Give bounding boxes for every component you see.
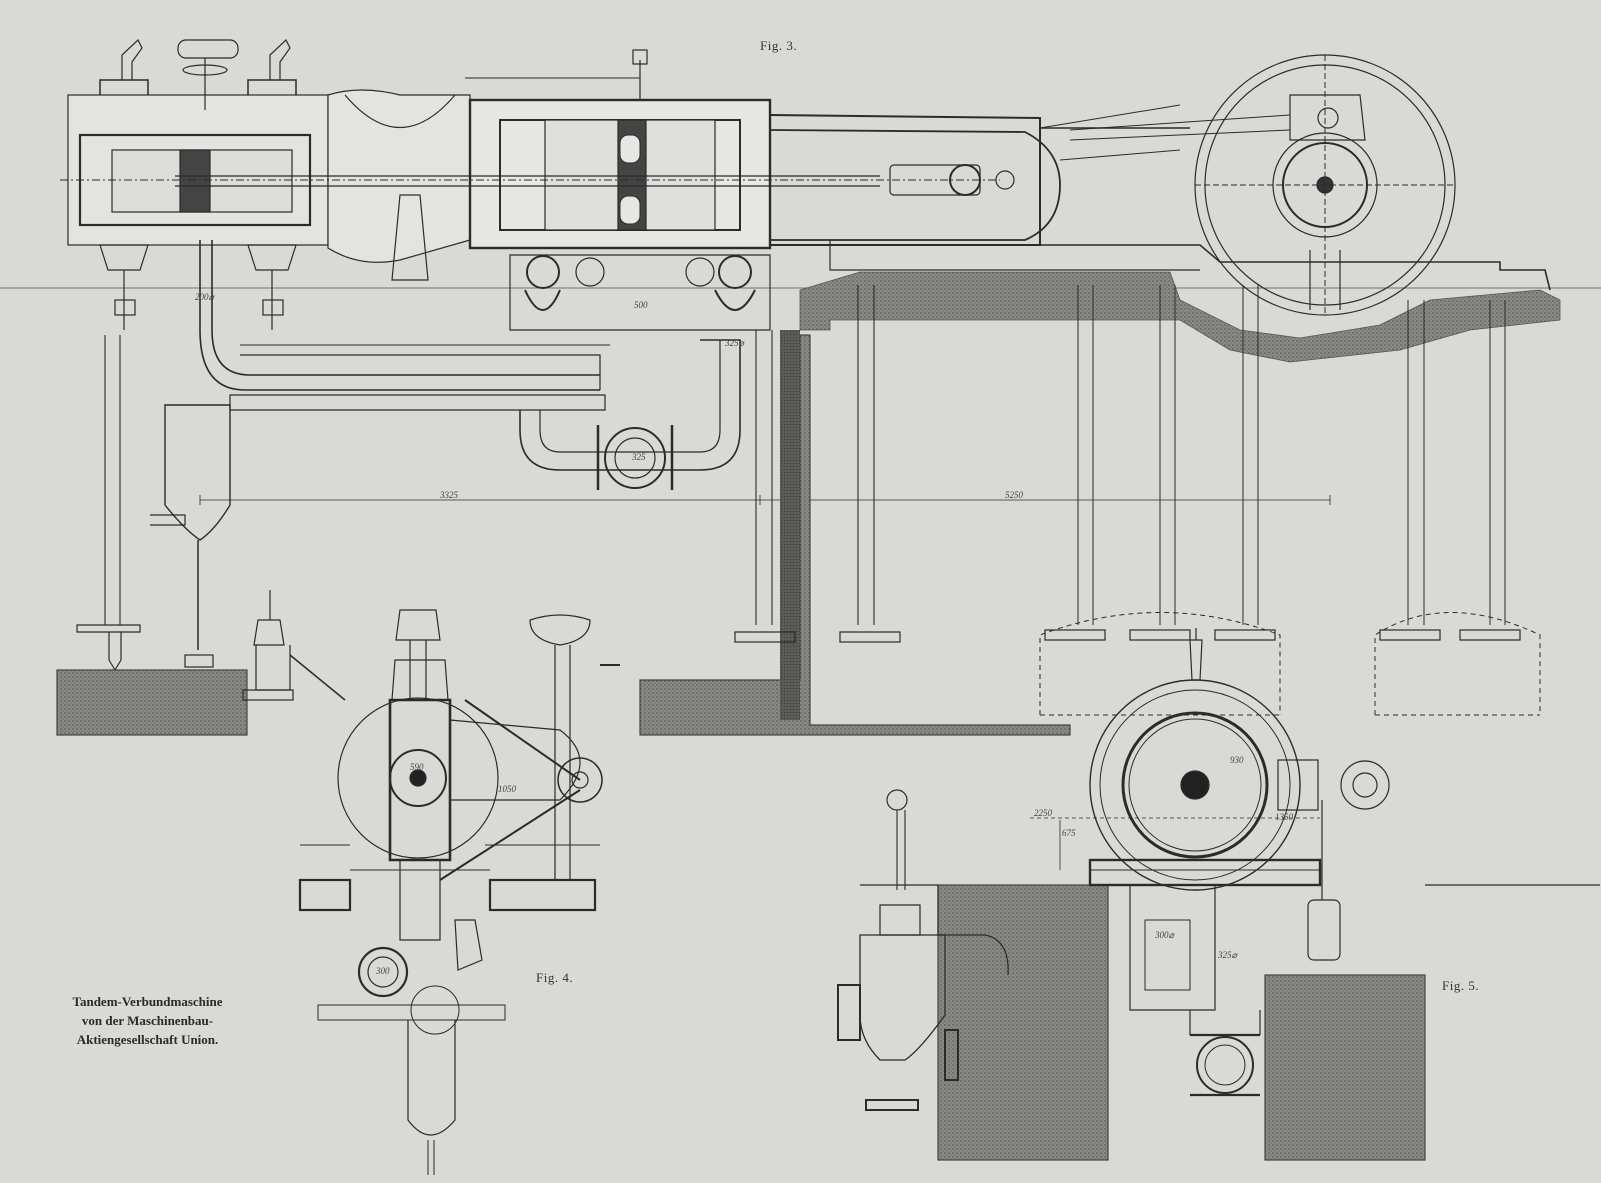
dimension-325-fig5: 325⌀ <box>1218 950 1237 960</box>
dimension-1350: 1350 <box>1275 812 1293 822</box>
dimension-300: 300⌀ <box>1155 930 1174 940</box>
dimension-200: 200⌀ <box>195 292 214 302</box>
fig5-section <box>837 628 1600 1161</box>
figure-label-fig3: Fig. 3. <box>760 38 798 53</box>
figure-label-fig5: Fig. 5. <box>1442 978 1480 993</box>
dimension-5250: 5250 <box>1005 490 1023 500</box>
fig3-elevation <box>0 39 1601 736</box>
dimension-325-pipe: 325⌀ <box>725 338 744 348</box>
drawing-caption: Tandem-Verbundmaschine von der Maschinen… <box>40 992 255 1049</box>
dimension-3325: 3325 <box>440 490 458 500</box>
dimension-590: 590 <box>410 762 424 772</box>
fig4-section <box>242 590 620 1175</box>
caption-line-1: Tandem-Verbundmaschine <box>72 994 223 1009</box>
dimension-300-fig4: 300 <box>376 966 390 976</box>
dimension-930: 930 <box>1230 755 1244 765</box>
dimension-500: 500 <box>634 300 648 310</box>
dimension-325-flange: 325 <box>632 452 646 462</box>
dimension-2250: 2250 <box>1034 808 1052 818</box>
caption-line-3: Aktiengesellschaft Union. <box>76 1032 219 1047</box>
caption-line-2: von der Maschinenbau- <box>81 1013 214 1028</box>
dimension-1050: 1050 <box>498 784 516 794</box>
figure-label-fig4: Fig. 4. <box>536 970 574 985</box>
dimension-675: 675 <box>1062 828 1076 838</box>
